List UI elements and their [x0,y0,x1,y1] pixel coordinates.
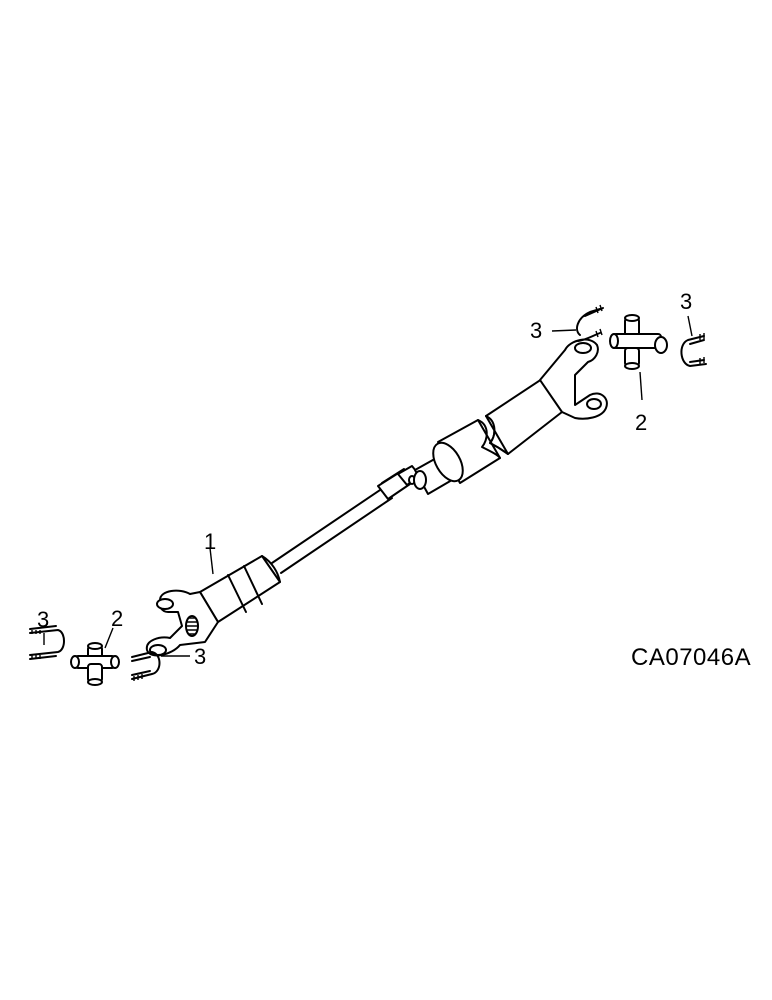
yoke-right [539,338,608,420]
callout-cross-bearing-right: 2 [635,410,648,435]
cross-bearing-right [609,314,668,370]
u-bolt-left-bottom [131,651,161,681]
u-bolt-right-far [680,333,707,367]
shaft-tube [271,465,421,574]
leader-lines [43,315,693,657]
callout-shaft: 1 [204,529,217,554]
u-bolt-left-top [29,625,65,660]
callout-u-bolt-right-far: 3 [680,289,693,314]
shaft-tube-large [413,376,563,495]
u-bolt-right-top [576,304,604,342]
cross-bearing-left [70,642,120,686]
callout-u-bolt-left-bottom: 3 [194,644,207,669]
diagram-reference-code: CA07046A [631,644,752,671]
callout-u-bolt-right-top: 3 [530,318,543,343]
callout-cross-bearing-left: 2 [111,606,124,631]
callout-u-bolt-left-top: 3 [37,607,50,632]
yoke-left [145,555,281,657]
